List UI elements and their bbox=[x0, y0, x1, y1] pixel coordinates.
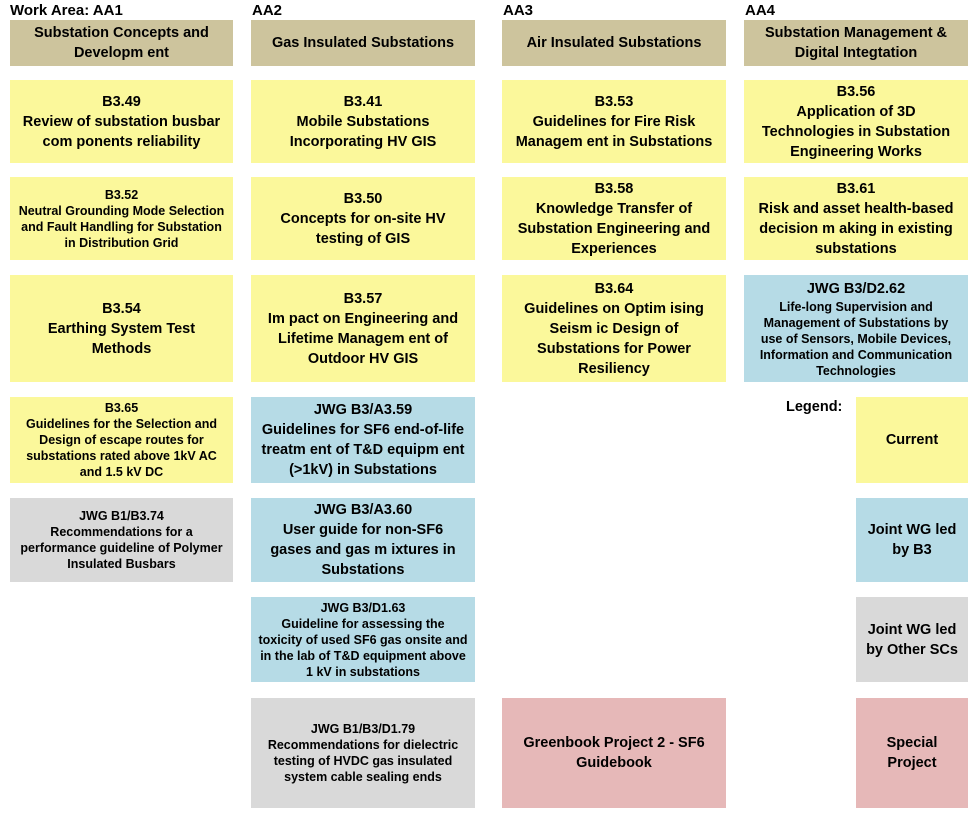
wg-code: JWG B3/D2.62 bbox=[806, 280, 906, 297]
wg-card-b3-64: B3.64 Guidelines on Optim ising Seism ic… bbox=[502, 275, 726, 382]
wg-title: Application of 3D Technologies in Substa… bbox=[761, 103, 951, 160]
aa3-header: Air Insulated Substations bbox=[502, 20, 726, 66]
wg-title: Recommendations for dielectric testing o… bbox=[267, 738, 459, 784]
wg-title: Im pact on Engineering and Lifetime Mana… bbox=[267, 310, 459, 367]
legend-text: Special Project bbox=[886, 735, 938, 771]
wg-code: JWG B1/B3/D1.79 bbox=[310, 722, 416, 736]
wg-title: Recommendations for a performance guidel… bbox=[20, 525, 223, 571]
wg-code: B3.49 bbox=[102, 93, 141, 110]
wg-card-jwg-b3-a3-60: JWG B3/A3.60 User guide for non-SF6 gase… bbox=[251, 498, 475, 582]
wg-code: B3.54 bbox=[102, 300, 141, 317]
wg-title: Guidelines for Fire Risk Managem ent in … bbox=[515, 113, 713, 150]
aa2-header: Gas Insulated Substations bbox=[251, 20, 475, 66]
wg-code: B3.65 bbox=[104, 401, 139, 415]
wg-title: Guidelines for SF6 end-of-life treatm en… bbox=[261, 422, 465, 478]
legend-joint-other: Joint WG led by Other SCs bbox=[856, 597, 968, 682]
wg-card-b3-58: B3.58 Knowledge Transfer of Substation E… bbox=[502, 177, 726, 260]
wg-title: Review of substation busbar com ponents … bbox=[22, 113, 221, 150]
aa4-header: Substation Management & Digital Integtat… bbox=[744, 20, 968, 66]
legend-special: Special Project bbox=[856, 698, 968, 808]
wg-title: Risk and asset health-based decision m a… bbox=[758, 200, 954, 257]
wg-code: JWG B3/D1.63 bbox=[320, 600, 406, 615]
wg-card-b3-49: B3.49 Review of substation busbar com po… bbox=[10, 80, 233, 163]
wg-code: JWG B3/A3.59 bbox=[313, 402, 413, 418]
wg-title: User guide for non-SF6 gases and gas m i… bbox=[270, 522, 456, 578]
legend-current: Current bbox=[856, 397, 968, 483]
legend-label: Legend: bbox=[786, 399, 843, 415]
wg-card-b3-53: B3.53 Guidelines for Fire Risk Managem e… bbox=[502, 80, 726, 163]
wg-card-jwg-b3-a3-59: JWG B3/A3.59 Guidelines for SF6 end-of-l… bbox=[251, 397, 475, 483]
wg-card-jwg-b3-d1-63: JWG B3/D1.63 Guideline for assessing the… bbox=[251, 597, 475, 682]
wg-code: B3.61 bbox=[836, 180, 876, 197]
aa1-label: Work Area: AA1 bbox=[10, 2, 123, 19]
wg-card-b3-54: B3.54 Earthing System Test Methods bbox=[10, 275, 233, 382]
wg-code: B3.41 bbox=[343, 93, 383, 110]
wg-card-b3-52: B3.52 Neutral Grounding Mode Selection a… bbox=[10, 177, 233, 260]
wg-code: B3.58 bbox=[594, 180, 634, 197]
aa2-header-text: Gas Insulated Substations bbox=[271, 35, 455, 51]
wg-code: B3.50 bbox=[343, 190, 383, 207]
wg-title: Mobile Substations Incorporating HV GIS bbox=[289, 113, 437, 150]
wg-card-b3-41: B3.41 Mobile Substations Incorporating H… bbox=[251, 80, 475, 163]
legend-joint-b3: Joint WG led by B3 bbox=[856, 498, 968, 582]
legend-text: Joint WG led by B3 bbox=[867, 522, 957, 558]
wg-title: Neutral Grounding Mode Selection and Fau… bbox=[18, 203, 225, 250]
legend-text: Current bbox=[885, 432, 939, 448]
wg-title: Greenbook Project 2 - SF6 Guidebook bbox=[523, 735, 705, 771]
wg-title: Knowledge Transfer of Substation Enginee… bbox=[517, 200, 711, 257]
wg-title: Earthing System Test Methods bbox=[47, 320, 196, 357]
wg-card-jwg-b1-b3-d1-79: JWG B1/B3/D1.79 Recommendations for diel… bbox=[251, 698, 475, 808]
wg-card-jwg-b3-d2-62: JWG B3/D2.62 Life-long Supervision and M… bbox=[744, 275, 968, 382]
wg-card-jwg-b1-b3-74: JWG B1/B3.74 Recommendations for a perfo… bbox=[10, 498, 233, 582]
legend-text: Joint WG led by Other SCs bbox=[866, 621, 958, 658]
wg-card-b3-57: B3.57 Im pact on Engineering and Lifetim… bbox=[251, 275, 475, 382]
aa4-header-text: Substation Management & Digital Integtat… bbox=[764, 25, 948, 61]
aa3-header-text: Air Insulated Substations bbox=[526, 35, 702, 51]
wg-card-b3-56: B3.56 Application of 3D Technologies in … bbox=[744, 80, 968, 163]
greenbook-project-card: Greenbook Project 2 - SF6 Guidebook bbox=[502, 698, 726, 808]
wg-code: B3.52 bbox=[104, 187, 139, 202]
wg-card-b3-50: B3.50 Concepts for on-site HV testing of… bbox=[251, 177, 475, 260]
wg-code: B3.64 bbox=[594, 280, 634, 297]
aa3-label: AA3 bbox=[503, 2, 534, 19]
wg-code: JWG B1/B3.74 bbox=[79, 509, 164, 523]
wg-title: Guideline for assessing the toxicity of … bbox=[258, 616, 468, 679]
wg-title: Guidelines for the Selection and Design … bbox=[25, 417, 217, 479]
wg-card-b3-61: B3.61 Risk and asset health-based decisi… bbox=[744, 177, 968, 260]
aa1-header: Substation Concepts and Developm ent bbox=[10, 20, 233, 66]
aa2-label: AA2 bbox=[252, 2, 283, 19]
wg-code: B3.53 bbox=[594, 93, 634, 110]
wg-title: Life-long Supervision and Management of … bbox=[759, 299, 953, 378]
aa4-label: AA4 bbox=[745, 2, 776, 19]
wg-code: B3.56 bbox=[836, 83, 876, 100]
wg-title: Guidelines on Optim ising Seism ic Desig… bbox=[524, 300, 704, 377]
wg-code: B3.57 bbox=[343, 290, 383, 307]
wg-title: Concepts for on-site HV testing of GIS bbox=[280, 210, 446, 247]
wg-card-b3-65: B3.65 Guidelines for the Selection and D… bbox=[10, 397, 233, 483]
aa1-header-text: Substation Concepts and Developm ent bbox=[34, 25, 209, 61]
wg-code: JWG B3/A3.60 bbox=[313, 502, 413, 518]
